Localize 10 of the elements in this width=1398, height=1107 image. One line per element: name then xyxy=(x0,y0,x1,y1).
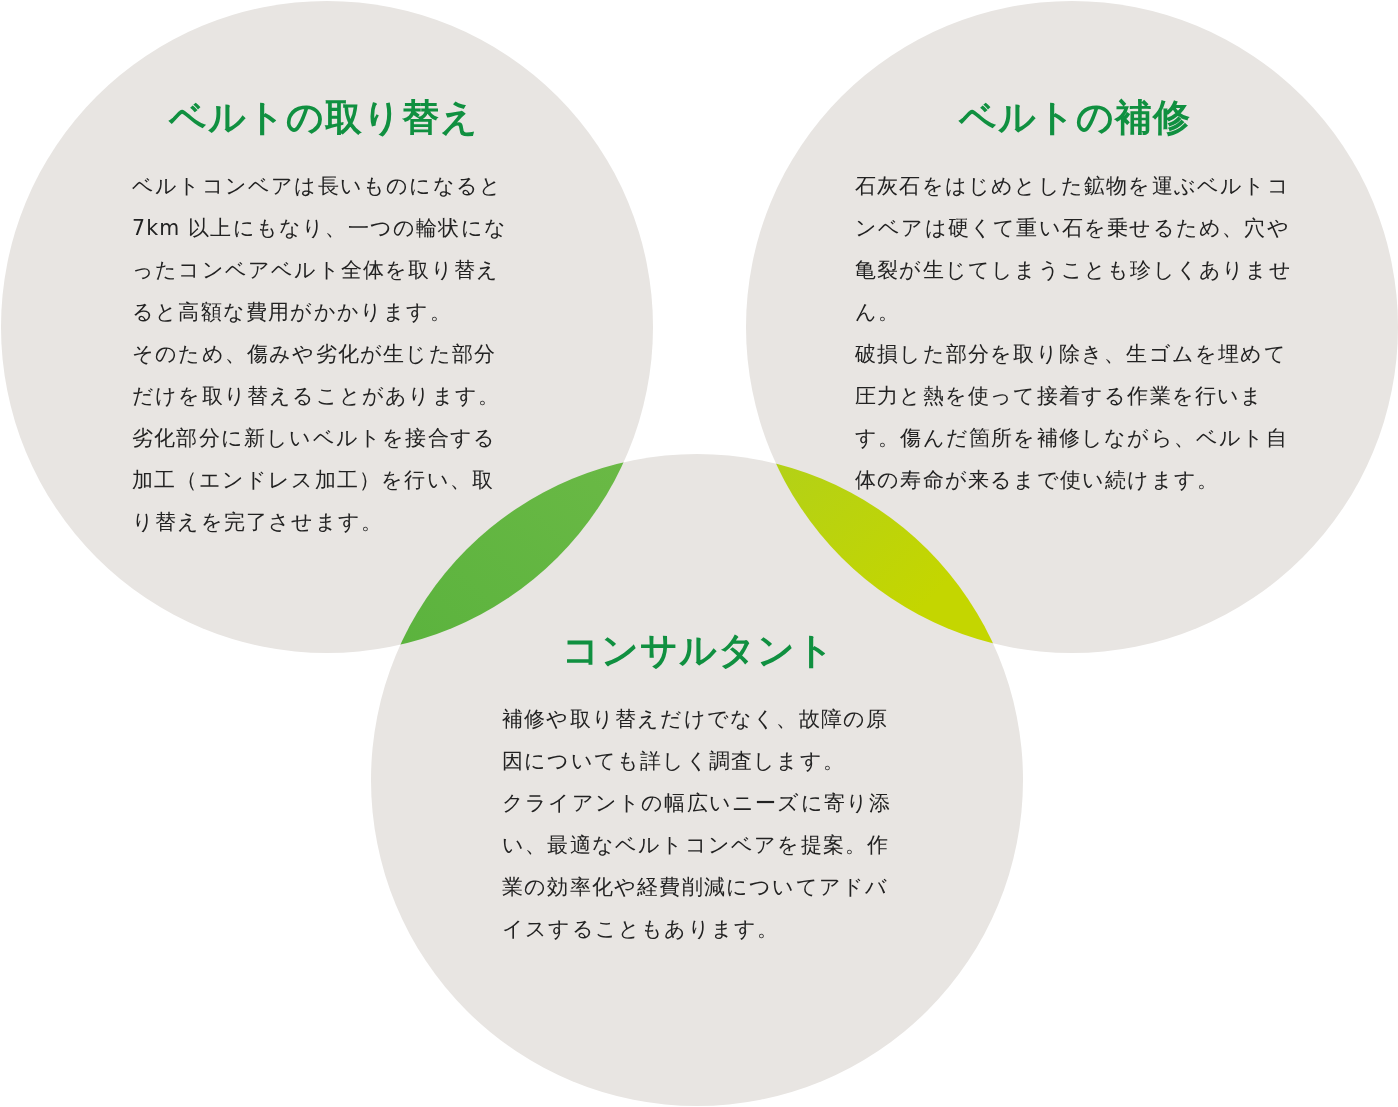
paragraph: 劣化部分に新しいベルトを接合する加工（エンドレス加工）を行い、取り替えを完了させます。 xyxy=(132,425,498,536)
paragraph: そのため、傷みや劣化が生じた部分だけを取り替えることがあります。 xyxy=(132,341,502,410)
paragraph: 補修や取り替えだけでなく、故障の原因についても詳しく調査します。 xyxy=(502,706,890,775)
heading: ベルトの取り替え xyxy=(169,95,479,141)
paragraph: 石灰石をはじめとした鉱物を運ぶベルトコンベアは硬くて重い石を乗せるため、穴や亀裂が生じてしまうことも珍しくありません。 xyxy=(855,173,1293,326)
paragraph: クライアントの幅広いニーズに寄り添い、最適なベルトコンベアを提案。作業の効率化や経費削減についてアドバイスすることもあります。 xyxy=(502,790,893,943)
heading: ベルトの補修 xyxy=(959,95,1191,141)
paragraph: ベルトコンベアは長いものになると7km 以上にもなり、一つの輪状になったコンベアベルト全体を取り替えると高額な費用がかかります。 xyxy=(132,173,508,326)
heading: コンサルタント xyxy=(561,628,835,674)
paragraph: 破損した部分を取り除き、生ゴムを埋めて圧力と熱を使って接着する作業を行います。傷んだ箇所を補修しながら、ベルト自体の寿命が来るまで使い続けます。 xyxy=(855,341,1289,494)
